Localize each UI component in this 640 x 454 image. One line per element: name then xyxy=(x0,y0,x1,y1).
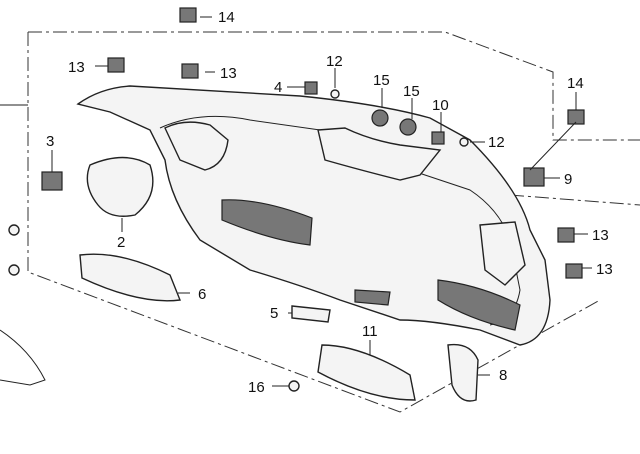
callout-5: 5 xyxy=(270,305,278,322)
callout-15: 15 xyxy=(373,72,390,89)
part-13a-clip xyxy=(107,57,125,73)
part-6-garnish xyxy=(79,253,181,302)
panel-cluster-opening xyxy=(164,121,229,171)
vent-left xyxy=(221,199,313,246)
part-12b-screw xyxy=(459,137,469,147)
callout-13: 13 xyxy=(220,65,237,82)
callout-10: 10 xyxy=(432,97,449,114)
loose-screw-b xyxy=(8,264,20,276)
callout-12: 12 xyxy=(326,53,343,70)
callout-2: 2 xyxy=(117,234,125,251)
part-4-clip xyxy=(304,81,318,95)
part-8-cover xyxy=(447,343,479,402)
part-15b-clip xyxy=(399,118,417,136)
part-10-clip xyxy=(431,131,445,145)
callout-15: 15 xyxy=(403,83,420,100)
vent-center xyxy=(354,289,391,306)
adjacent-part xyxy=(0,329,46,386)
part-13d-clip xyxy=(565,263,583,279)
part-2-airbag-cover xyxy=(86,156,154,217)
part-16-screw xyxy=(288,380,300,392)
part-13b-clip xyxy=(181,63,199,79)
part-14a-clip xyxy=(179,7,197,23)
callout-4: 4 xyxy=(274,79,282,96)
vent-right xyxy=(437,279,521,331)
part-15a-clip xyxy=(371,109,389,127)
panel-center-hood xyxy=(317,127,442,181)
callout-13: 13 xyxy=(592,227,609,244)
part-12a-screw xyxy=(330,89,340,99)
callout-11: 11 xyxy=(362,323,378,340)
callout-3: 3 xyxy=(46,133,54,150)
panel-right-bracket xyxy=(479,221,526,286)
part-3-clip xyxy=(41,171,63,191)
callout-14: 14 xyxy=(567,75,584,92)
callout-14: 14 xyxy=(218,9,235,26)
assembly-frame xyxy=(27,31,640,413)
callout-13: 13 xyxy=(68,59,85,76)
callout-9: 9 xyxy=(564,171,572,188)
callout-6: 6 xyxy=(198,286,206,303)
leader-lines xyxy=(51,16,592,387)
callout-12: 12 xyxy=(488,134,505,151)
callout-8: 8 xyxy=(499,367,507,384)
part-13c-clip xyxy=(557,227,575,243)
callout-13: 13 xyxy=(596,261,613,278)
part-14b-clip xyxy=(567,109,585,125)
part-5-clip xyxy=(291,305,331,323)
callout-16: 16 xyxy=(248,379,265,396)
loose-screw-a xyxy=(8,224,20,236)
part-11-garnish xyxy=(317,344,416,401)
part-9-clip xyxy=(523,167,545,187)
